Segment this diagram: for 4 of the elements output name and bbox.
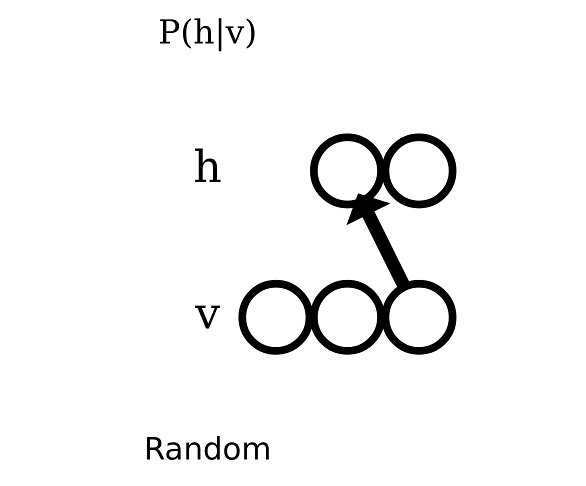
label: v (194, 288, 220, 340)
label: Random (143, 431, 271, 468)
label: h (192, 142, 222, 193)
label: P(h|v) (158, 12, 257, 52)
